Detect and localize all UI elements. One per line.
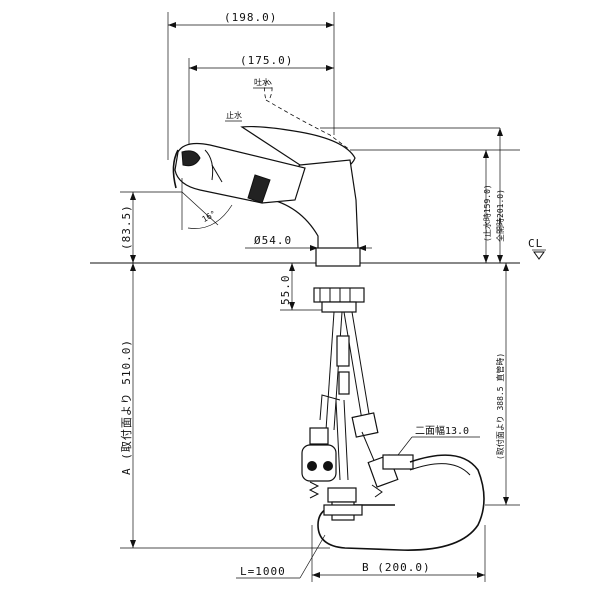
dim-height-full-open: 全開時201.0) bbox=[495, 189, 505, 242]
lever-open-arm bbox=[265, 99, 351, 151]
dim-spout-height: (83.5) bbox=[120, 204, 133, 250]
shower-ring-1 bbox=[204, 149, 214, 181]
arrow-198-left bbox=[168, 22, 176, 28]
valve-handle-dot-right bbox=[323, 461, 333, 471]
dim-overall-width: (198.0) bbox=[224, 11, 277, 24]
hose-corrugation bbox=[409, 463, 471, 476]
pipe-fitting-2 bbox=[338, 371, 350, 395]
dim-hex-width: 二面幅13.0 bbox=[415, 424, 469, 437]
hex-nut bbox=[382, 454, 414, 470]
bottom-fitting-flange bbox=[323, 504, 363, 516]
dim-body-diameter: Ø54.0 bbox=[254, 234, 292, 247]
supply-pipe-right-a bbox=[343, 311, 363, 421]
angle-arc bbox=[187, 204, 233, 229]
bottom-fitting-top bbox=[327, 487, 357, 503]
pipe-fitting-1 bbox=[336, 335, 350, 367]
supply-pipe-left-a bbox=[325, 311, 335, 431]
dim-height-closed: (止水時159.0) bbox=[482, 184, 492, 242]
label-stop: 止水 bbox=[226, 110, 242, 120]
faucet-base bbox=[315, 247, 361, 267]
dim-hose-length: L=1000 bbox=[240, 565, 286, 578]
shower-switch-button bbox=[247, 174, 271, 204]
shower-nozzle-face bbox=[172, 149, 179, 189]
stop-valve-top bbox=[309, 427, 329, 445]
arrow-175-left bbox=[189, 65, 197, 71]
valve-handle-dot-left bbox=[307, 461, 317, 471]
dim-base-height: 55.0 bbox=[279, 275, 292, 306]
dim-spout-reach: (175.0) bbox=[240, 54, 293, 67]
valve-thread bbox=[308, 481, 320, 499]
mounting-nut bbox=[313, 287, 365, 303]
hose-connector bbox=[351, 412, 379, 438]
dim-mount-to-end: (取付面より 388.5 直管時) bbox=[495, 353, 505, 460]
arrow-198-right bbox=[326, 22, 334, 28]
shower-head bbox=[174, 142, 306, 204]
label-centerline: CL bbox=[528, 237, 543, 250]
stop-valve-body bbox=[301, 444, 337, 482]
dim-under-mount: A (取付面より 510.0) bbox=[120, 339, 133, 475]
dim-hose-reach: B (200.0) bbox=[362, 561, 431, 574]
hose-loop bbox=[317, 454, 485, 551]
lever-open-outline bbox=[264, 79, 273, 101]
shower-nozzle-dark bbox=[181, 150, 201, 167]
mounting-washer bbox=[321, 301, 357, 313]
arrow-175-right bbox=[326, 65, 334, 71]
centerline-marker bbox=[533, 251, 545, 260]
label-discharge: 吐水 bbox=[254, 77, 270, 87]
